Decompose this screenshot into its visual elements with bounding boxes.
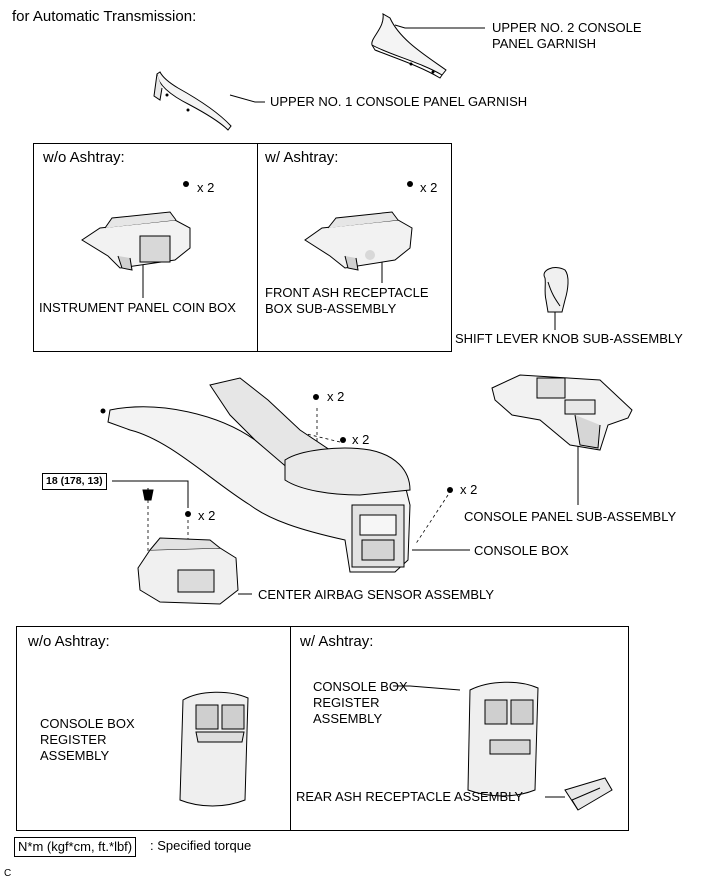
legend-unit-box: N*m (kgf*cm, ft.*lbf) xyxy=(14,837,137,857)
label-wo-ashtray-top: w/o Ashtray: xyxy=(43,149,125,166)
figure-code: C xyxy=(4,868,12,879)
qty-airbag-screws: x 2 xyxy=(198,508,216,523)
label-rear-ash-receptacle: REAR ASH RECEPTACLE ASSEMBLY xyxy=(296,789,524,804)
console-box-drawing xyxy=(100,377,453,573)
upper-no1-garnish-drawing xyxy=(153,71,232,131)
page-title: for Automatic Transmission: xyxy=(12,8,197,25)
qty-ash-box-screws: x 2 xyxy=(420,180,438,195)
label-console-panel: CONSOLE PANEL SUB-ASSEMBLY xyxy=(464,509,677,524)
frame-divider-top xyxy=(257,143,259,352)
ashtray-variant-frame-top xyxy=(33,143,452,352)
register-left-drawing xyxy=(179,691,249,807)
label-w-ashtray-bottom: w/ Ashtray: xyxy=(300,633,374,650)
rear-ash-drawing xyxy=(564,777,613,811)
console-panel-drawing xyxy=(491,374,633,451)
label-instrument-panel-coin-box: INSTRUMENT PANEL COIN BOX xyxy=(39,300,236,315)
coin-box-drawing xyxy=(81,181,191,271)
legend-description: : Specified torque xyxy=(150,838,252,853)
qty-console-mid-screws: x 2 xyxy=(352,432,370,447)
label-wo-ashtray-bottom: w/o Ashtray: xyxy=(28,633,110,650)
label-front-ash-receptacle: FRONT ASH RECEPTACLE BOX SUB-ASSEMBLY xyxy=(265,285,429,316)
front-ash-receptacle-drawing xyxy=(304,181,413,271)
label-shift-lever-knob: SHIFT LEVER KNOB SUB-ASSEMBLY xyxy=(455,331,683,346)
frame-divider-bottom xyxy=(290,626,292,831)
upper-no2-garnish-drawing xyxy=(371,13,447,79)
label-upper-no2-garnish: UPPER NO. 2 CONSOLE PANEL GARNISH xyxy=(492,20,642,51)
label-upper-no1-garnish: UPPER NO. 1 CONSOLE PANEL GARNISH xyxy=(270,94,528,109)
label-console-box: CONSOLE BOX xyxy=(474,543,569,558)
label-register-right: CONSOLE BOX REGISTER ASSEMBLY xyxy=(313,679,408,726)
label-center-airbag-sensor: CENTER AIRBAG SENSOR ASSEMBLY xyxy=(258,587,494,602)
label-w-ashtray-top: w/ Ashtray: xyxy=(265,149,339,166)
airbag-sensor-drawing xyxy=(137,489,239,605)
label-register-left: CONSOLE BOX REGISTER ASSEMBLY xyxy=(40,716,135,763)
register-right-drawing xyxy=(467,681,539,797)
shift-knob-drawing xyxy=(543,267,569,313)
torque-badge: 18 (178, 13) xyxy=(42,473,107,490)
ashtray-variant-frame-bottom xyxy=(16,626,629,831)
qty-coin-box-screws: x 2 xyxy=(197,180,215,195)
qty-console-top-screws: x 2 xyxy=(327,389,345,404)
qty-console-rear-screws: x 2 xyxy=(460,482,478,497)
